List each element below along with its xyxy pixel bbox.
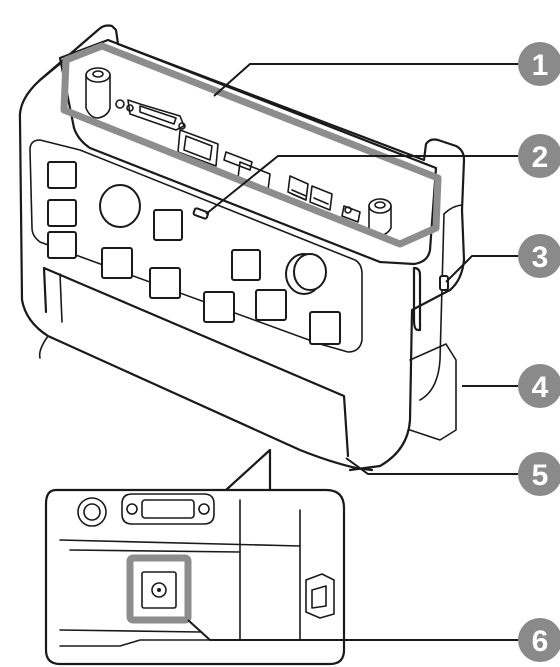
front-buttons <box>47 161 341 345</box>
callout-5: 5 <box>518 452 560 496</box>
led-indicator <box>192 207 210 220</box>
callout-1: 1 <box>518 42 560 86</box>
callout-3-label: 3 <box>532 241 549 274</box>
callout-6: 6 <box>518 618 560 662</box>
callout-2-label: 2 <box>532 141 549 174</box>
callout-5-label: 5 <box>532 459 549 492</box>
callout-4: 4 <box>518 364 560 408</box>
inset-detail <box>44 448 346 666</box>
leader-lines <box>187 63 518 641</box>
callout-3: 3 <box>518 234 560 278</box>
callout-6-label: 6 <box>532 625 549 658</box>
dc-jack-highlight <box>126 554 192 624</box>
callout-1-label: 1 <box>532 49 549 82</box>
top-panel-highlight <box>60 42 442 248</box>
device-body <box>18 24 466 472</box>
callout-2: 2 <box>518 134 560 178</box>
callout-4-label: 4 <box>532 371 549 404</box>
